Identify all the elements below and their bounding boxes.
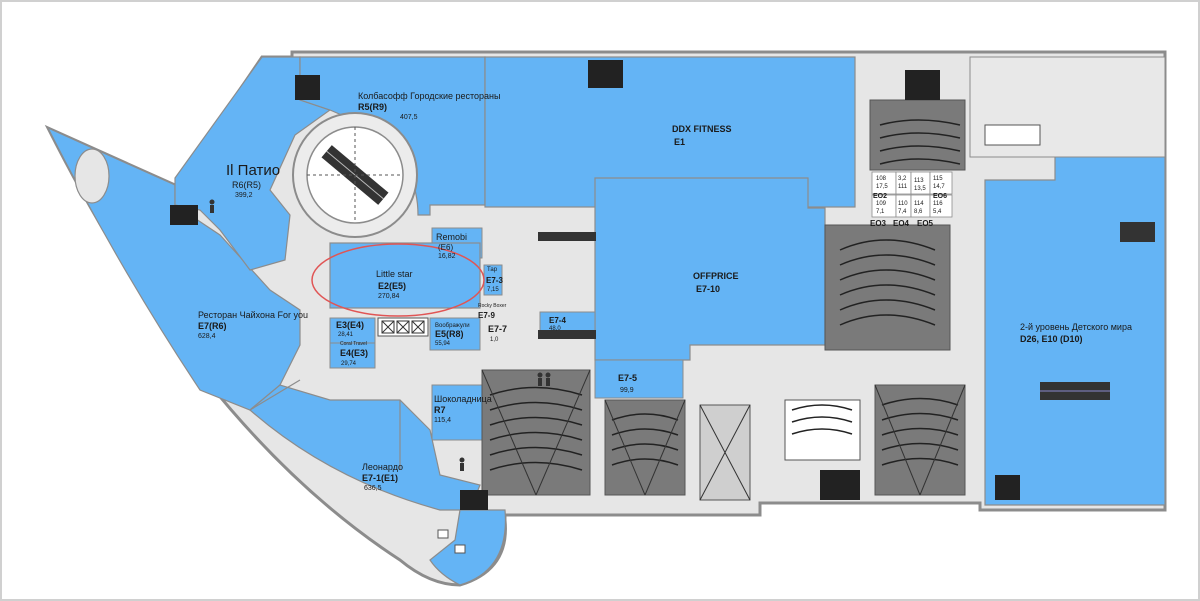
eo-eo3: EO3	[870, 219, 887, 228]
e7-3-area: 7,15	[487, 287, 499, 293]
eo-eo5: EO5	[917, 219, 934, 228]
eo-114: 114	[914, 201, 924, 207]
unit-offprice[interactable]	[594, 177, 826, 361]
eo-eo4: EO4	[893, 219, 910, 228]
patio-name: Il Патио	[226, 162, 280, 179]
kolbasoff-name: Колбасофф Городские рестораны	[358, 91, 500, 101]
ddx-code: E1	[674, 137, 685, 147]
eo-111: 111	[898, 184, 908, 190]
unit-e7-5[interactable]	[594, 359, 684, 399]
shokoladnitsa-name: Шоколадница	[434, 394, 492, 404]
little-star-code: E2(E5)	[378, 281, 406, 291]
eo-113-area: 13,5	[914, 186, 926, 192]
rocky-code: E7-9	[478, 311, 495, 320]
eo-eo2: EO2	[873, 193, 887, 200]
chaihona-name: Ресторан Чайхона For you	[198, 310, 308, 320]
vozbrazhuli-code: E5(R8)	[435, 329, 464, 339]
detsky-code: D26, E10 (D10)	[1020, 334, 1083, 344]
eo-115-area: 14,7	[933, 184, 945, 190]
highlight-ellipse	[311, 243, 485, 317]
e3-area: 28,41	[338, 332, 354, 338]
kolbasoff-area: 407,5	[400, 114, 418, 121]
shokoladnitsa-code: R7	[434, 405, 446, 415]
vozbrazhuli-name: Воображули	[435, 323, 470, 329]
unit-e3[interactable]	[329, 317, 376, 344]
e7-3-name: Тар	[487, 267, 498, 273]
remobi-name: Remobi	[436, 232, 467, 242]
cinema-seating	[489, 119, 961, 471]
shokoladnitsa-area: 115,4	[434, 417, 451, 424]
vozbrazhuli-area: 55,94	[435, 341, 451, 347]
rocky-name: Rocky Boxer	[478, 303, 507, 309]
remobi-code: (E6)	[438, 243, 453, 252]
patio-area: 399,2	[235, 192, 253, 199]
e7-4-code: E7-4	[549, 316, 566, 325]
e3-code: E3(E4)	[336, 320, 364, 330]
eo-108-area: 17,5	[876, 184, 888, 190]
leonardo-area: 636,5	[364, 485, 382, 492]
e7-7-area: 1,0	[490, 337, 499, 343]
eo-109: 109	[876, 201, 887, 207]
e7-5-area: 99,9	[620, 387, 634, 394]
e7-3-code: E7-3	[486, 276, 503, 285]
offprice-code: E7-10	[696, 284, 720, 294]
eo-units	[871, 171, 953, 218]
coral-code: E4(E3)	[340, 348, 368, 358]
eo-109-area: 7,1	[876, 209, 885, 215]
chaihona-code: E7(R6)	[198, 321, 227, 331]
ddx-name: DDX FITNESS	[672, 124, 732, 134]
leonardo-name: Леонардо	[362, 462, 403, 472]
eo-110-area: 7,4	[898, 209, 907, 215]
unit-leonardo[interactable]	[249, 384, 481, 511]
service-crossed-boxes	[381, 320, 425, 334]
eo-108: 108	[876, 176, 887, 182]
cinema-projection-lines	[481, 369, 966, 501]
stairs-lifts	[170, 60, 1020, 510]
e7-4-area: 48,0	[549, 326, 561, 332]
offprice-name: OFFPRICE	[693, 271, 739, 281]
bottom-tip	[429, 509, 507, 586]
restroom-icon	[209, 199, 551, 471]
e7-7-code: E7-7	[488, 324, 507, 334]
little-star-name: Little star	[376, 269, 413, 279]
little-star-area: 270,84	[378, 293, 400, 300]
eo-113: 113	[914, 178, 924, 184]
kolbasoff-code: R5(R9)	[358, 102, 387, 112]
eo-114-area: 8,6	[914, 209, 923, 215]
chaihona-area: 628,4	[198, 333, 216, 340]
coral-area: 29,74	[341, 361, 357, 367]
eo-eo6: EO6	[933, 193, 947, 200]
eo-115: 115	[933, 176, 943, 182]
eo-116-area: 5,4	[933, 209, 942, 215]
remobi-area: 16,82	[438, 253, 456, 260]
unit-little-star[interactable]	[329, 242, 481, 309]
wing-oval-feature	[74, 148, 110, 204]
coral-name: Coral Travel	[340, 341, 367, 347]
eo-110: 110	[898, 201, 908, 207]
cinema-halls	[481, 99, 966, 501]
unit-coral[interactable]	[329, 342, 376, 369]
detsky-name: 2-й уровень Детского мира	[1020, 322, 1132, 332]
patio-code: R6(R5)	[232, 180, 261, 190]
e7-5-code: E7-5	[618, 373, 637, 383]
eo-111-area: 3,2	[898, 176, 907, 182]
eo-116: 116	[933, 201, 943, 207]
unit-vozbrazhuli[interactable]	[429, 317, 481, 351]
leonardo-code: E7-1(E1)	[362, 473, 398, 483]
small-escalators	[538, 232, 596, 339]
